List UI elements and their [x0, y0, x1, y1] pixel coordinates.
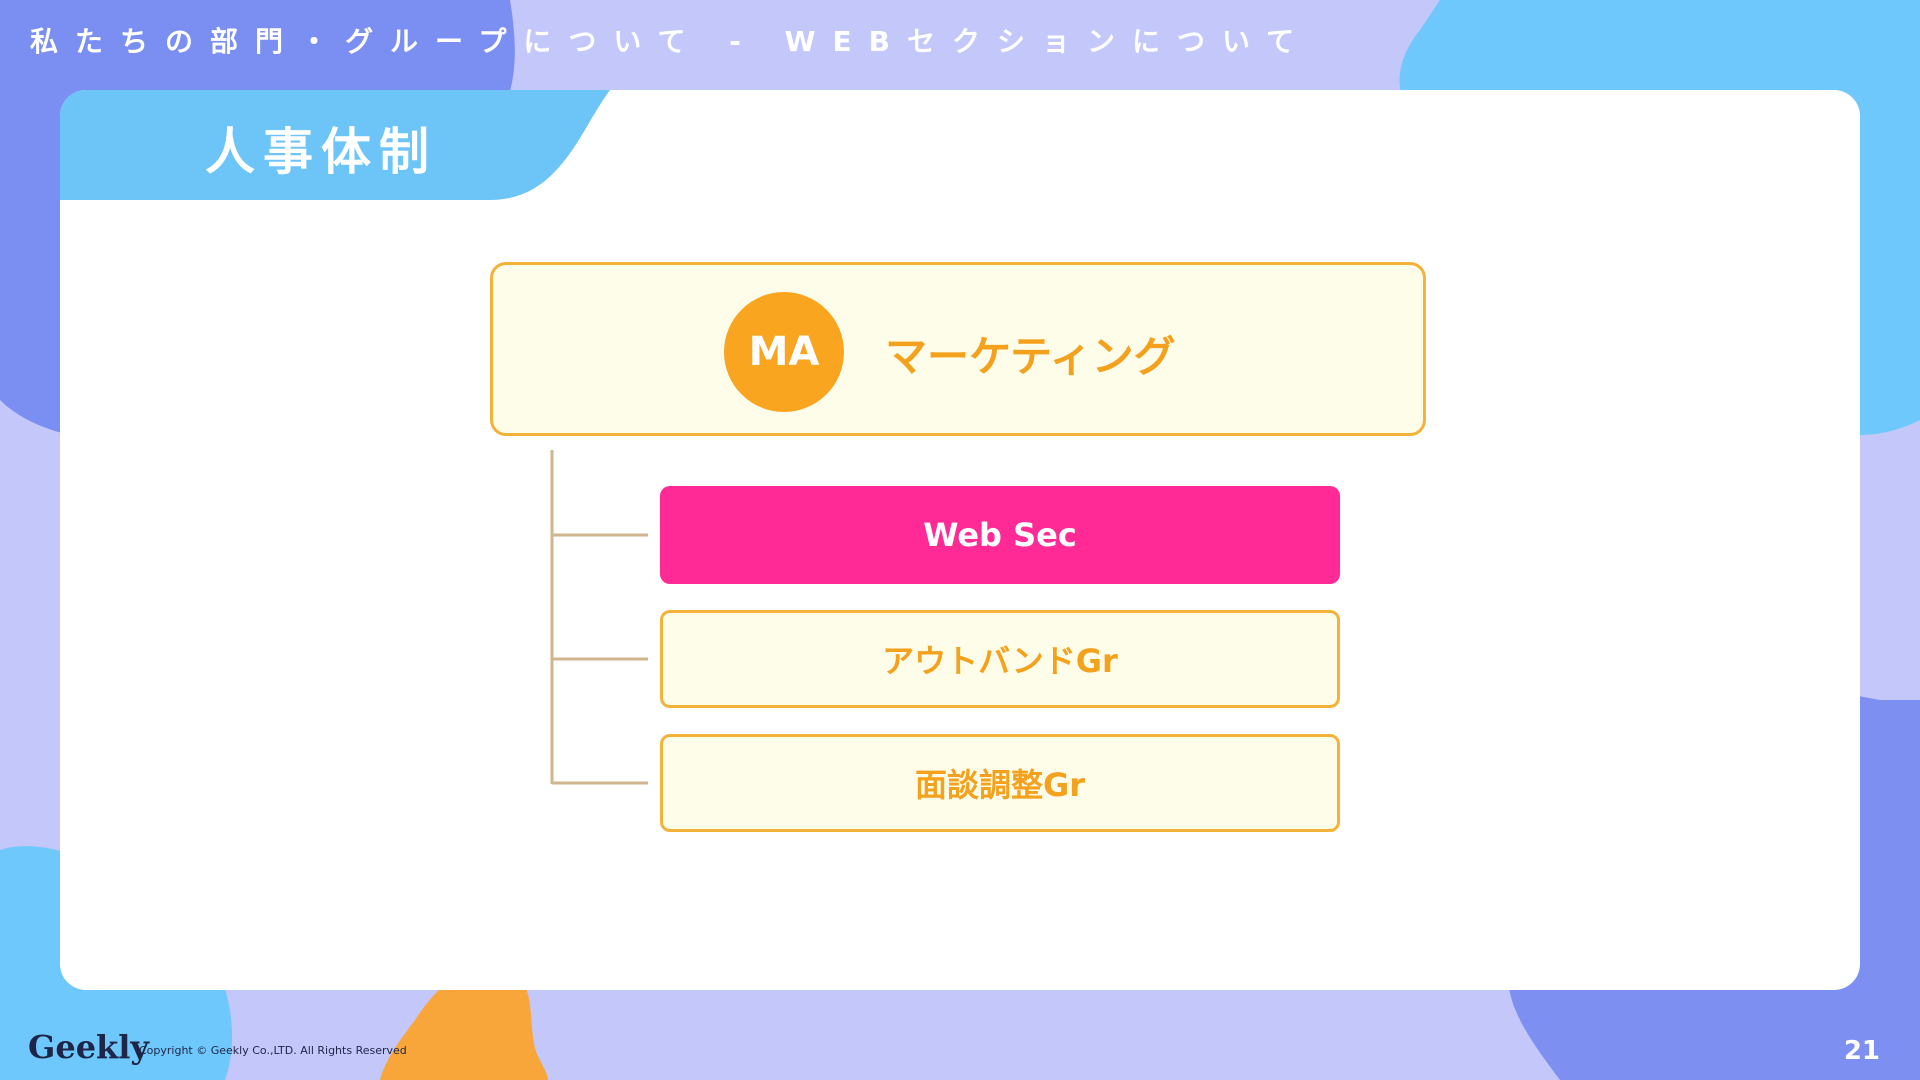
org-child-web-sec: Web Sec: [660, 486, 1340, 584]
copyright-text: Copyright © Geekly Co.,LTD. All Rights R…: [139, 1044, 407, 1057]
content-card: 人事体制 MA マーケティング Web Sec アウトバンドGr 面談調整Gr: [60, 90, 1860, 990]
section-breadcrumb: 私たちの部門・グループについて - WEBセクションについて: [30, 25, 1312, 58]
page-number: 21: [1843, 1036, 1880, 1066]
department-name: マーケティング: [885, 332, 1176, 381]
slide-title: 人事体制: [205, 123, 437, 181]
company-logo: Geekly: [28, 1028, 149, 1066]
org-root-box: MA マーケティング: [490, 262, 1426, 436]
title-tab-shape: [60, 90, 610, 200]
department-badge: MA: [724, 292, 844, 412]
org-child-outbound-gr: アウトバンドGr: [660, 610, 1340, 708]
org-child-interview-gr: 面談調整Gr: [660, 734, 1340, 832]
